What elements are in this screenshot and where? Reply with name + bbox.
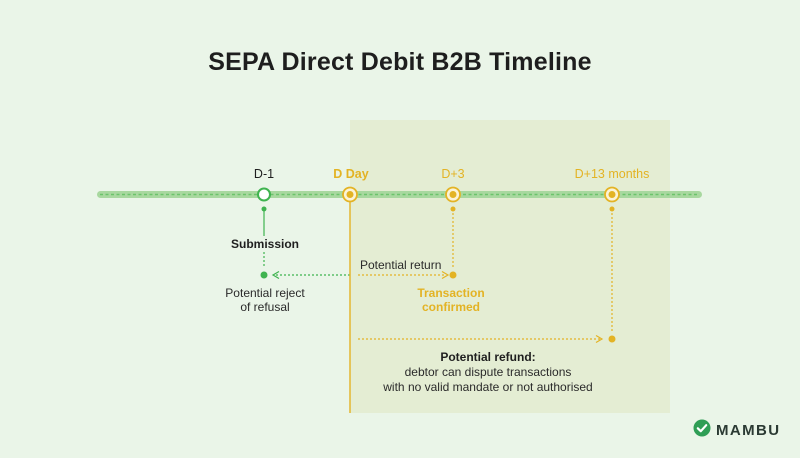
mambu-logo: MAMBU bbox=[693, 419, 781, 442]
refund-line-2: with no valid mandate or not authorised bbox=[383, 380, 593, 394]
confirmed-label-line-2: confirmed bbox=[421, 300, 481, 314]
return-arrowhead bbox=[271, 270, 280, 280]
reject-label-line-2: of refusal bbox=[240, 300, 290, 314]
refund-dot bbox=[608, 335, 616, 343]
milestone-label-d-minus-1: D-1 bbox=[253, 167, 275, 181]
confirmed-label-line-1: Transaction bbox=[417, 286, 485, 300]
refund-title: Potential refund: bbox=[440, 350, 536, 364]
submission-label: Submission bbox=[230, 237, 300, 251]
return-gold-arrowhead bbox=[441, 270, 450, 280]
confirmed-dot bbox=[449, 271, 457, 279]
potential-return-label: Potential return bbox=[360, 258, 442, 272]
milestone-label-d-plus-3: D+3 bbox=[441, 167, 465, 181]
milestone-label-d-day: D Day bbox=[333, 167, 369, 181]
mambu-wordmark: MAMBU bbox=[716, 421, 781, 439]
d-plus-13-node bbox=[604, 186, 620, 203]
post-dday-panel bbox=[350, 120, 670, 413]
d-plus-13-connector-dot bbox=[609, 206, 615, 212]
diagram-title: SEPA Direct Debit B2B Timeline bbox=[208, 48, 592, 76]
refund-arrowhead bbox=[595, 334, 604, 344]
d-day-node bbox=[342, 186, 358, 203]
mambu-check-icon bbox=[693, 419, 711, 442]
d-minus-1-node bbox=[257, 187, 271, 202]
milestone-label-d-plus-13-months: D+13 months bbox=[574, 167, 650, 181]
d-minus-1-connector-dot bbox=[261, 206, 267, 212]
d-plus-3-connector-dot bbox=[450, 206, 456, 212]
reject-label-line-1: Potential reject bbox=[225, 286, 305, 300]
refund-line-1: debtor can dispute transactions bbox=[404, 365, 572, 379]
reject-dot bbox=[260, 271, 268, 279]
d-plus-3-node bbox=[445, 186, 461, 203]
